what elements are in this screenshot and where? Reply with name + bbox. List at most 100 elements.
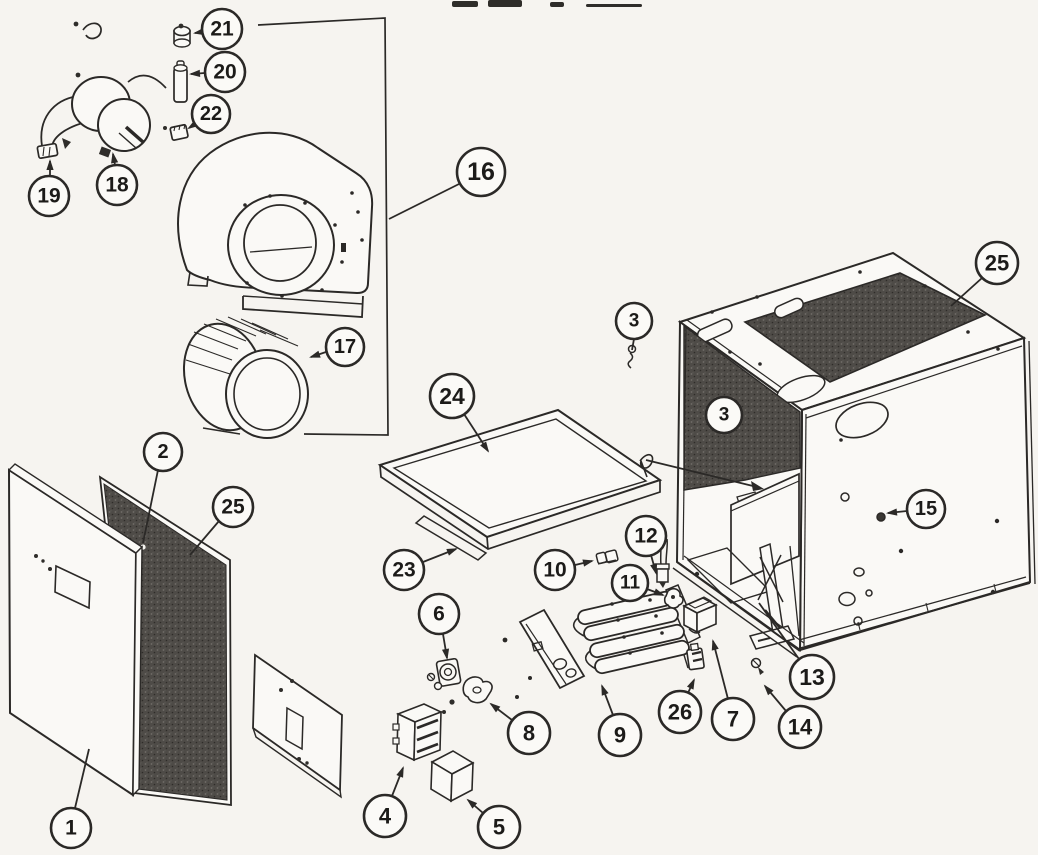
callout-balloon <box>610 563 650 603</box>
right-panel-holes <box>838 492 1000 626</box>
callout-14-27: 14 <box>763 684 823 750</box>
wire-hook <box>82 22 102 40</box>
callout-number: 8 <box>523 721 535 746</box>
callout-number: 15 <box>915 498 937 520</box>
capacitor-21 <box>173 23 191 48</box>
callout-15-25: 15 <box>886 488 947 530</box>
control-stack-4 <box>392 703 444 762</box>
callout-balloon <box>704 395 744 435</box>
callout-balloon <box>142 431 184 473</box>
gas-valve-7 <box>682 596 718 634</box>
callout-21-0: 21 <box>193 7 244 51</box>
callout-18-4: 18 <box>95 152 139 207</box>
leader-line <box>712 640 729 700</box>
leader-arrowhead <box>466 798 478 809</box>
burner-plate <box>518 608 586 690</box>
callout-balloon <box>657 689 703 735</box>
callout-17-6: 17 <box>309 326 366 368</box>
screw-15 <box>876 512 886 522</box>
callout-number: 20 <box>213 61 236 84</box>
leader-arrowhead <box>309 350 321 358</box>
leader-arrowhead <box>446 548 458 556</box>
callout-number: 4 <box>379 804 392 829</box>
leader-line <box>950 277 983 307</box>
heat-exchanger-9 <box>502 584 701 699</box>
leader-arrowhead <box>111 152 119 164</box>
callout-balloon <box>788 653 836 701</box>
limit-switch-6 <box>426 657 462 691</box>
callout-11-14: 11 <box>610 563 665 603</box>
callout-number: 3 <box>719 405 730 426</box>
callout-balloon <box>27 174 71 218</box>
callout-balloon <box>382 548 426 592</box>
door-marks <box>34 554 52 571</box>
callout-balloon <box>506 710 552 756</box>
leader-line <box>758 602 800 660</box>
wire-connector-19 <box>36 142 59 160</box>
switch-26 <box>683 642 705 671</box>
callout-balloon <box>211 485 255 529</box>
exchanger-rivets <box>502 598 664 699</box>
callout-8-16: 8 <box>489 702 552 756</box>
leader-arrowhead <box>653 588 665 596</box>
door-panel-1 <box>7 463 144 797</box>
callout-balloon <box>455 146 507 198</box>
support-bracket-13 <box>748 542 800 650</box>
callout-balloon <box>190 93 232 135</box>
callout-7-19: 7 <box>710 639 756 742</box>
callout-number: 25 <box>221 496 245 519</box>
leader-line <box>388 183 460 220</box>
callout-3-23: 3 <box>704 395 744 435</box>
leader-arrowhead <box>582 559 594 567</box>
capacitor-20 <box>173 60 188 103</box>
leader-line <box>189 520 220 556</box>
callout-number: 19 <box>37 185 60 208</box>
callout-9-17: 9 <box>597 684 643 758</box>
callout-balloon <box>710 696 756 742</box>
callout-19-3: 19 <box>27 159 71 218</box>
callout-number: 11 <box>620 573 641 594</box>
callout-number: 14 <box>788 715 813 740</box>
bracket-8 <box>442 676 493 714</box>
callout-26-18: 26 <box>657 678 703 735</box>
leader-arrowhead <box>480 441 490 453</box>
interior-divider <box>730 472 800 586</box>
leader-arrowhead <box>650 563 658 575</box>
callout-5-21: 5 <box>466 798 522 850</box>
door-label-area <box>54 564 91 610</box>
callout-number: 25 <box>985 251 1009 276</box>
callout-13-26: 13 <box>758 602 836 701</box>
callout-number: 12 <box>634 525 657 548</box>
leader-arrowhead <box>886 508 898 516</box>
blower-motor-group <box>36 21 191 160</box>
callout-22-2: 22 <box>187 93 232 135</box>
top-slot-2 <box>774 297 804 319</box>
callout-number: 7 <box>727 707 739 732</box>
callout-number: 21 <box>210 18 234 41</box>
callout-number: 23 <box>392 559 415 582</box>
callout-balloon <box>614 301 654 341</box>
callout-10-12: 10 <box>533 548 594 592</box>
callout-balloon <box>974 240 1020 286</box>
top-panel-24 <box>377 408 663 550</box>
callout-4-20: 4 <box>362 766 408 839</box>
callout-balloon <box>476 804 522 850</box>
u-bend-1 <box>572 617 585 637</box>
callout-balloon <box>324 326 366 368</box>
callout-number: 24 <box>439 383 465 409</box>
leader-arrowhead <box>763 684 774 696</box>
callout-balloon <box>95 163 139 207</box>
blower-assembly-bracket-line <box>257 17 389 436</box>
top-rivets <box>698 270 1000 366</box>
callout-25-8: 25 <box>189 485 255 556</box>
leader-arrowhead <box>46 159 54 170</box>
leader-line <box>74 748 90 809</box>
blower-wheel <box>182 316 309 439</box>
callout-number: 9 <box>614 723 626 748</box>
leader-arrowhead <box>396 766 404 778</box>
motor-face <box>97 98 151 152</box>
motor-wire-1 <box>40 95 79 147</box>
callout-balloon <box>777 704 823 750</box>
connector-22 <box>169 123 189 141</box>
